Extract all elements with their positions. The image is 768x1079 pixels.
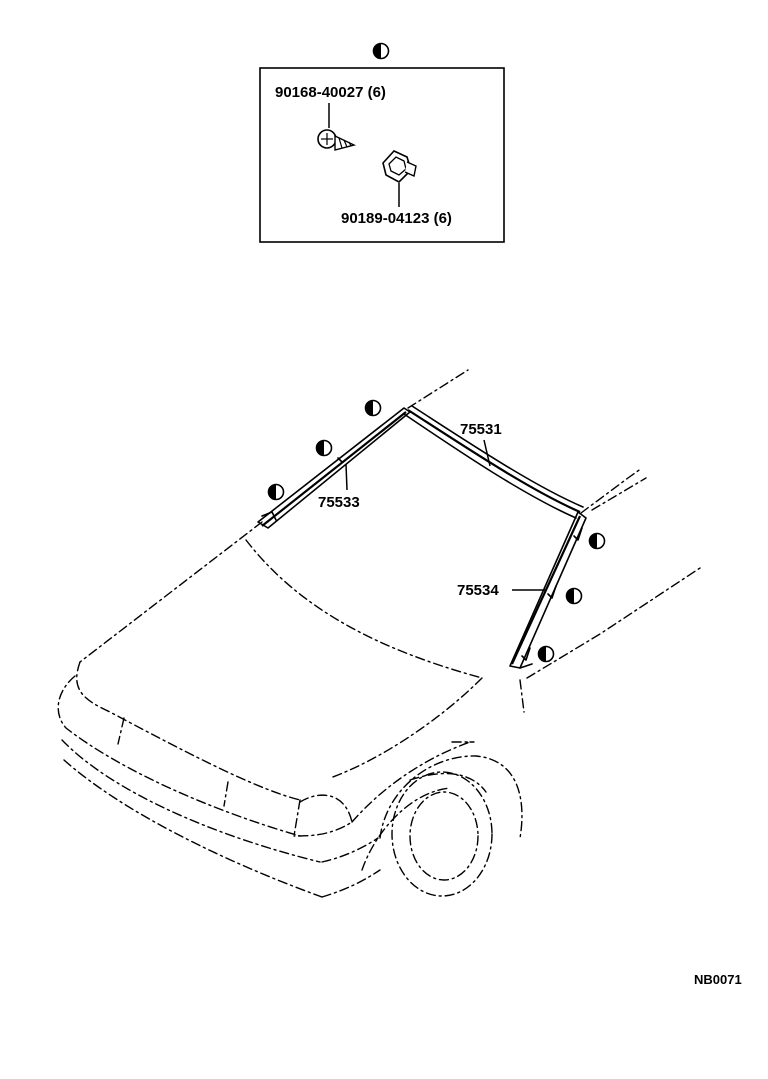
half-filled-circle-icon xyxy=(364,399,382,417)
molding-left-part-number: 75533 xyxy=(318,494,360,511)
molding-left-leader xyxy=(345,463,348,491)
half-filled-circle-icon xyxy=(315,439,333,457)
car-body-outline xyxy=(57,369,701,898)
reference-code: NB0071 xyxy=(694,972,742,987)
molding-right-part-number: 75534 xyxy=(457,582,499,599)
molding-top-part-number: 75531 xyxy=(460,421,502,438)
fastener-inset-box xyxy=(259,67,505,243)
half-filled-circle-icon xyxy=(588,532,606,550)
half-filled-circle-icon xyxy=(372,42,390,60)
half-filled-circle-icon xyxy=(537,645,555,663)
half-filled-circle-icon xyxy=(267,483,285,501)
screw-icon xyxy=(317,129,357,151)
windshield-molding-left xyxy=(257,407,411,529)
half-filled-circle-icon xyxy=(565,587,583,605)
clip-part-number: 90189-04123 (6) xyxy=(341,210,452,227)
clip-icon xyxy=(382,150,417,183)
windshield-molding-top xyxy=(403,405,584,519)
screw-part-number: 90168-40027 (6) xyxy=(275,84,386,101)
molding-top-leader xyxy=(483,439,491,467)
